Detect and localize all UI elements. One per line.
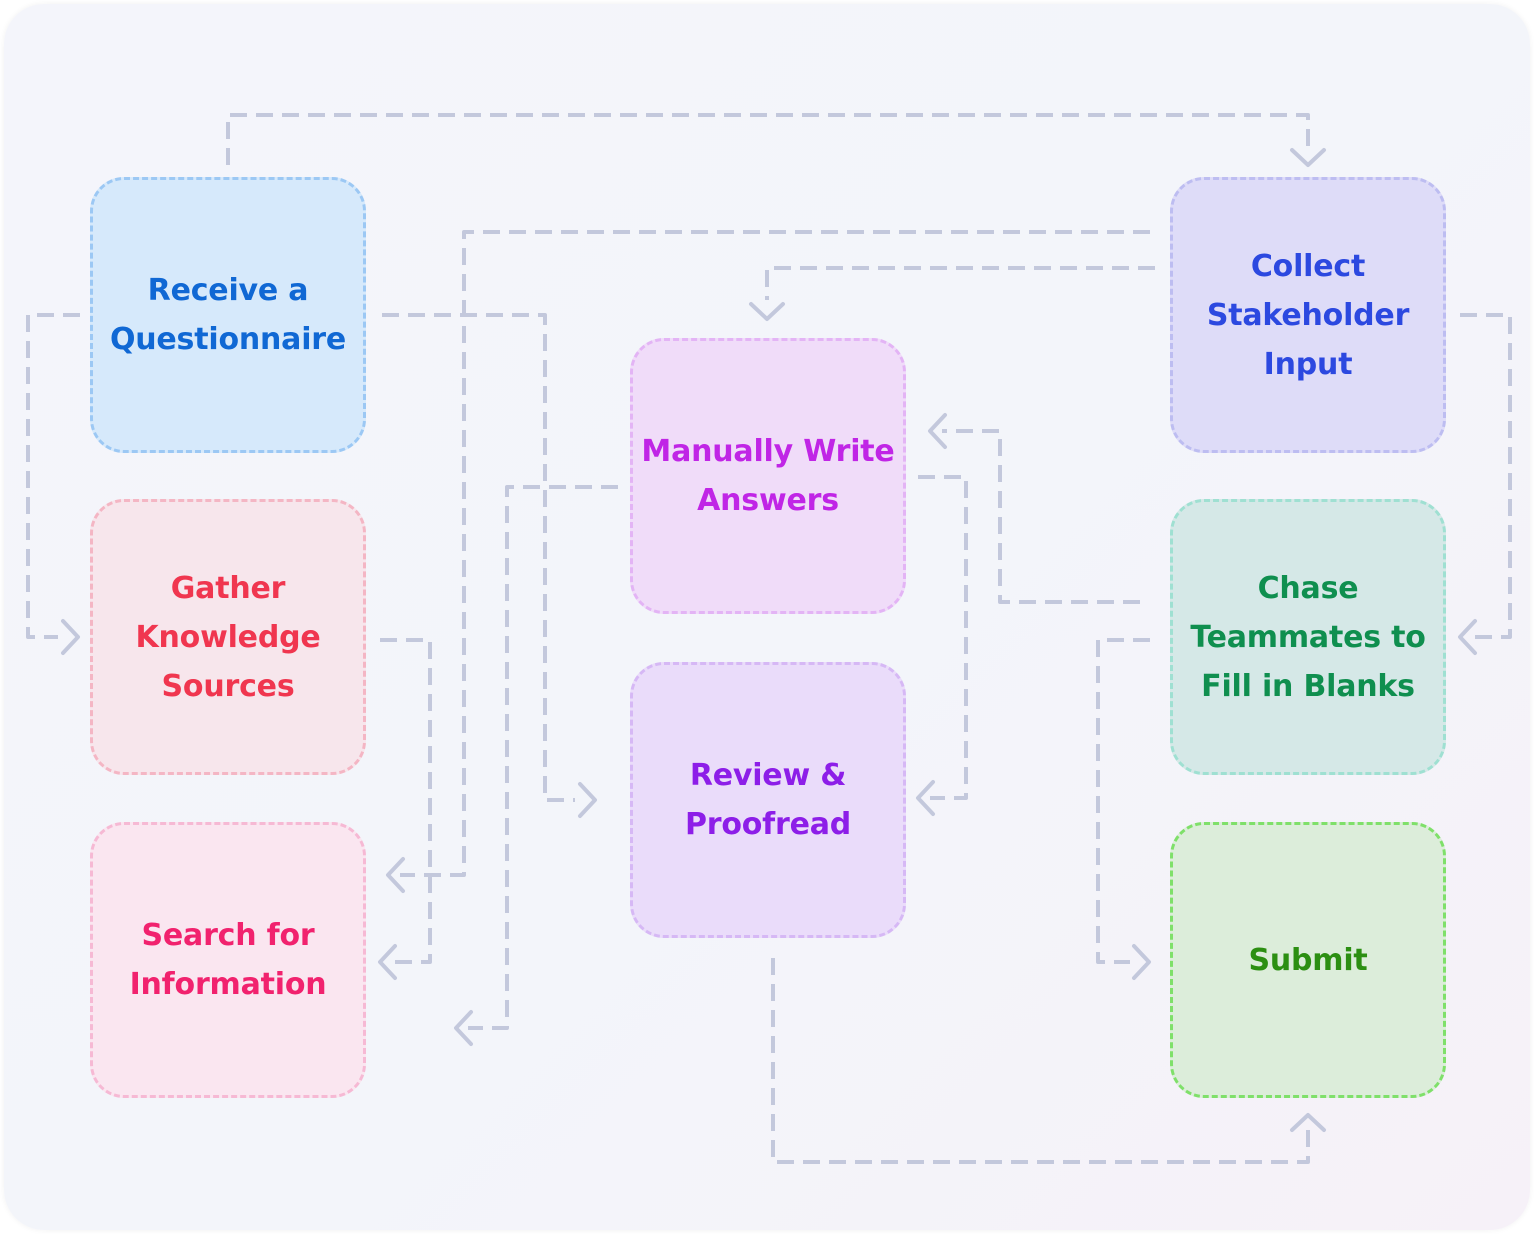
node-receive-questionnaire: Receive a Questionnaire [90, 177, 366, 453]
arrowhead-review-right-icon [578, 782, 597, 818]
arrowhead-review-left-icon [916, 780, 935, 816]
node-label: Receive a Questionnaire [109, 273, 347, 357]
arrowhead-submit-right-icon [1132, 944, 1151, 980]
node-label: Search for Information [129, 918, 327, 1002]
node-label: Collect Stakeholder Input [1206, 248, 1410, 382]
node-label: Manually Write Answers [641, 434, 895, 518]
connector-manual-to-review [918, 475, 968, 800]
arrowhead-gather-right-icon [61, 619, 80, 655]
node-search-for-information: Search for Information [90, 822, 366, 1098]
connector-receive-to-collect [226, 113, 1310, 165]
node-submit: Submit [1170, 822, 1446, 1098]
arrowhead-manual-left-icon [928, 413, 947, 449]
arrowhead-search-left-2-icon [378, 944, 397, 980]
node-review-proofread: Review & Proofread [630, 662, 906, 938]
connector-gather-to-search [380, 638, 432, 964]
node-label: Review & Proofread [684, 758, 852, 842]
arrowhead-submit-up-icon [1290, 1113, 1326, 1132]
node-label: Gather Knowledge Sources [135, 570, 321, 704]
connector-review-to-submit [771, 958, 1310, 1164]
connector-collect-to-manual [765, 266, 1155, 300]
arrowhead-manual-down-icon [749, 302, 785, 321]
node-gather-knowledge-sources: Gather Knowledge Sources [90, 499, 366, 775]
connector-chase-to-manual [942, 429, 1140, 604]
arrowhead-collect-down-icon [1290, 148, 1326, 167]
node-label: Chase Teammates to Fill in Blanks [1190, 570, 1426, 704]
node-label: Submit [1248, 942, 1368, 978]
node-chase-teammates: Chase Teammates to Fill in Blanks [1170, 499, 1446, 775]
connector-manual-to-search [468, 485, 618, 1030]
connector-collect-to-chase [1460, 313, 1512, 639]
node-collect-stakeholder-input: Collect Stakeholder Input [1170, 177, 1446, 453]
connector-receive-to-gather [26, 313, 80, 639]
arrowhead-chase-left-icon [1458, 619, 1477, 655]
connector-collect-to-search [400, 230, 1150, 877]
node-manually-write-answers: Manually Write Answers [630, 338, 906, 614]
arrowhead-search-left-1-icon [386, 857, 405, 893]
connector-receive-to-review [382, 313, 575, 802]
arrowhead-search-left-3-icon [454, 1010, 473, 1046]
connector-chase-to-submit [1096, 638, 1150, 964]
